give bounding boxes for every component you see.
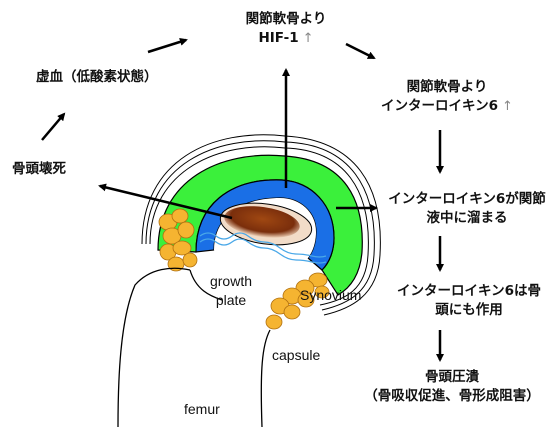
label-growth-plate: growth plate bbox=[196, 272, 266, 310]
label-hif: 関節軟骨より HIF-1 ↑ bbox=[232, 10, 340, 48]
label-acts-line2: 頭にも作用 bbox=[384, 301, 554, 320]
label-necrosis: 骨頭壊死 bbox=[12, 160, 66, 179]
il6-text: インターロイキン6 bbox=[381, 98, 498, 114]
label-hif-line2: HIF-1 ↑ bbox=[232, 29, 340, 48]
label-growth-line2: plate bbox=[196, 291, 266, 310]
label-femur: femur bbox=[184, 400, 220, 419]
label-head-collapse: 骨頭圧潰 （骨吸収促進、骨形成阻害） bbox=[352, 368, 552, 406]
label-accum-line1: インターロイキン6が関節 bbox=[378, 190, 556, 209]
arrow-hif-from-ischemia bbox=[148, 40, 186, 52]
arrow-necrosis-to-ischemia bbox=[42, 114, 64, 140]
label-acts-line1: インターロイキン6は骨 bbox=[384, 282, 554, 301]
label-il6-acts-on-bone: インターロイキン6は骨 頭にも作用 bbox=[384, 282, 554, 320]
label-synovium: Synovium bbox=[300, 286, 361, 305]
label-il6-line1: 関節軟骨より bbox=[372, 78, 522, 97]
label-hif-line1: 関節軟骨より bbox=[232, 10, 340, 29]
label-ischemia: 虚血（低酸素状態） bbox=[36, 68, 158, 87]
up-arrow-icon: ↑ bbox=[502, 99, 513, 114]
label-capsule: capsule bbox=[272, 346, 320, 365]
label-collapse-line2: （骨吸収促進、骨形成阻害） bbox=[352, 387, 552, 406]
label-accum-line2: 液中に溜まる bbox=[378, 209, 556, 228]
label-il6: 関節軟骨より インターロイキン6 ↑ bbox=[372, 78, 522, 116]
label-collapse-line1: 骨頭圧潰 bbox=[352, 368, 552, 387]
hif-text: HIF-1 bbox=[258, 30, 298, 46]
up-arrow-icon: ↑ bbox=[303, 31, 314, 46]
label-il6-line2: インターロイキン6 ↑ bbox=[372, 97, 522, 116]
arrow-hif-to-il6 bbox=[346, 44, 374, 58]
label-growth-line1: growth bbox=[196, 272, 266, 291]
label-il6-accumulates: インターロイキン6が関節 液中に溜まる bbox=[378, 190, 556, 228]
